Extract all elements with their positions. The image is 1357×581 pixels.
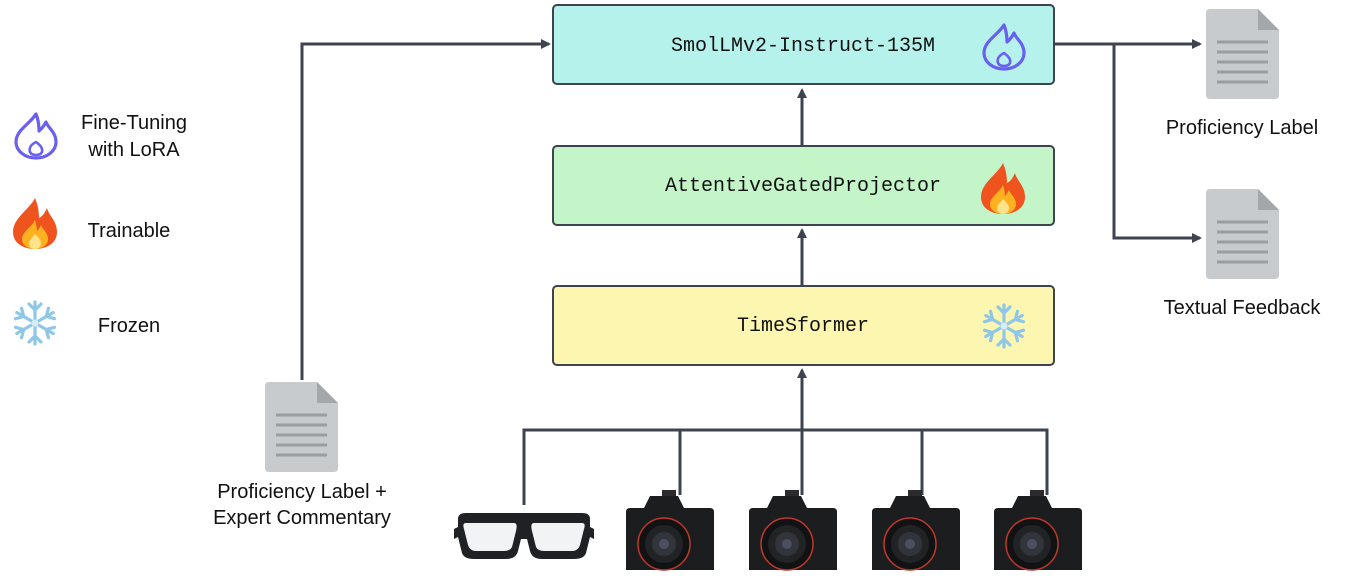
fire-icon — [981, 163, 1025, 214]
document-icon — [1206, 9, 1279, 99]
legend-lora-line1: Fine-Tuning — [81, 112, 187, 134]
encoder-label: TimeSformer — [737, 315, 869, 338]
legend-item-lora: Fine-Tuning with LoRA — [14, 112, 187, 161]
legend-lora-line2: with LoRA — [87, 139, 180, 161]
llm-box — [552, 4, 1055, 85]
legend-trainable-label: Trainable — [88, 220, 171, 242]
legend-item-frozen: Frozen — [13, 300, 160, 346]
video-inputs — [454, 490, 1082, 571]
camera-icon — [872, 490, 960, 571]
snowflake-icon — [13, 300, 57, 346]
legend: Fine-Tuning with LoRA Trainable — [13, 112, 187, 346]
output-feedback: Textual Feedback — [1164, 189, 1322, 319]
output-feedback-label: Textual Feedback — [1164, 297, 1322, 319]
arrow-llm-to-feedback — [1112, 44, 1202, 243]
document-icon — [265, 382, 338, 472]
legend-frozen-label: Frozen — [98, 315, 160, 337]
camera-icon — [994, 490, 1082, 571]
camera-icon — [626, 490, 714, 571]
output-proficiency-label: Proficiency Label — [1166, 117, 1318, 139]
snowflake-icon — [982, 303, 1026, 349]
blue-flame-icon — [982, 23, 1026, 71]
projector-block: AttentiveGatedProjector — [552, 145, 1055, 226]
text-input: Proficiency Label + Expert Commentary — [213, 382, 391, 529]
llm-label: SmolLMv2-Instruct-135M — [671, 35, 935, 58]
encoder-box — [552, 285, 1055, 366]
llm-block: SmolLMv2-Instruct-135M — [552, 4, 1055, 85]
projector-label: AttentiveGatedProjector — [665, 175, 941, 198]
blue-flame-icon — [14, 112, 58, 160]
arrow-text-to-llm — [300, 39, 551, 380]
text-input-line2: Expert Commentary — [213, 507, 391, 529]
glasses-icon — [454, 513, 594, 559]
camera-icon — [749, 490, 837, 571]
input-bus-line — [522, 428, 1049, 505]
document-icon — [1206, 189, 1279, 279]
text-input-line1: Proficiency Label + — [217, 481, 387, 503]
projector-box — [552, 145, 1055, 226]
output-proficiency: Proficiency Label — [1166, 9, 1318, 139]
legend-item-trainable: Trainable — [13, 198, 170, 249]
connectors — [300, 39, 1202, 505]
fire-icon — [13, 198, 57, 249]
encoder-block: TimeSformer — [552, 285, 1055, 366]
